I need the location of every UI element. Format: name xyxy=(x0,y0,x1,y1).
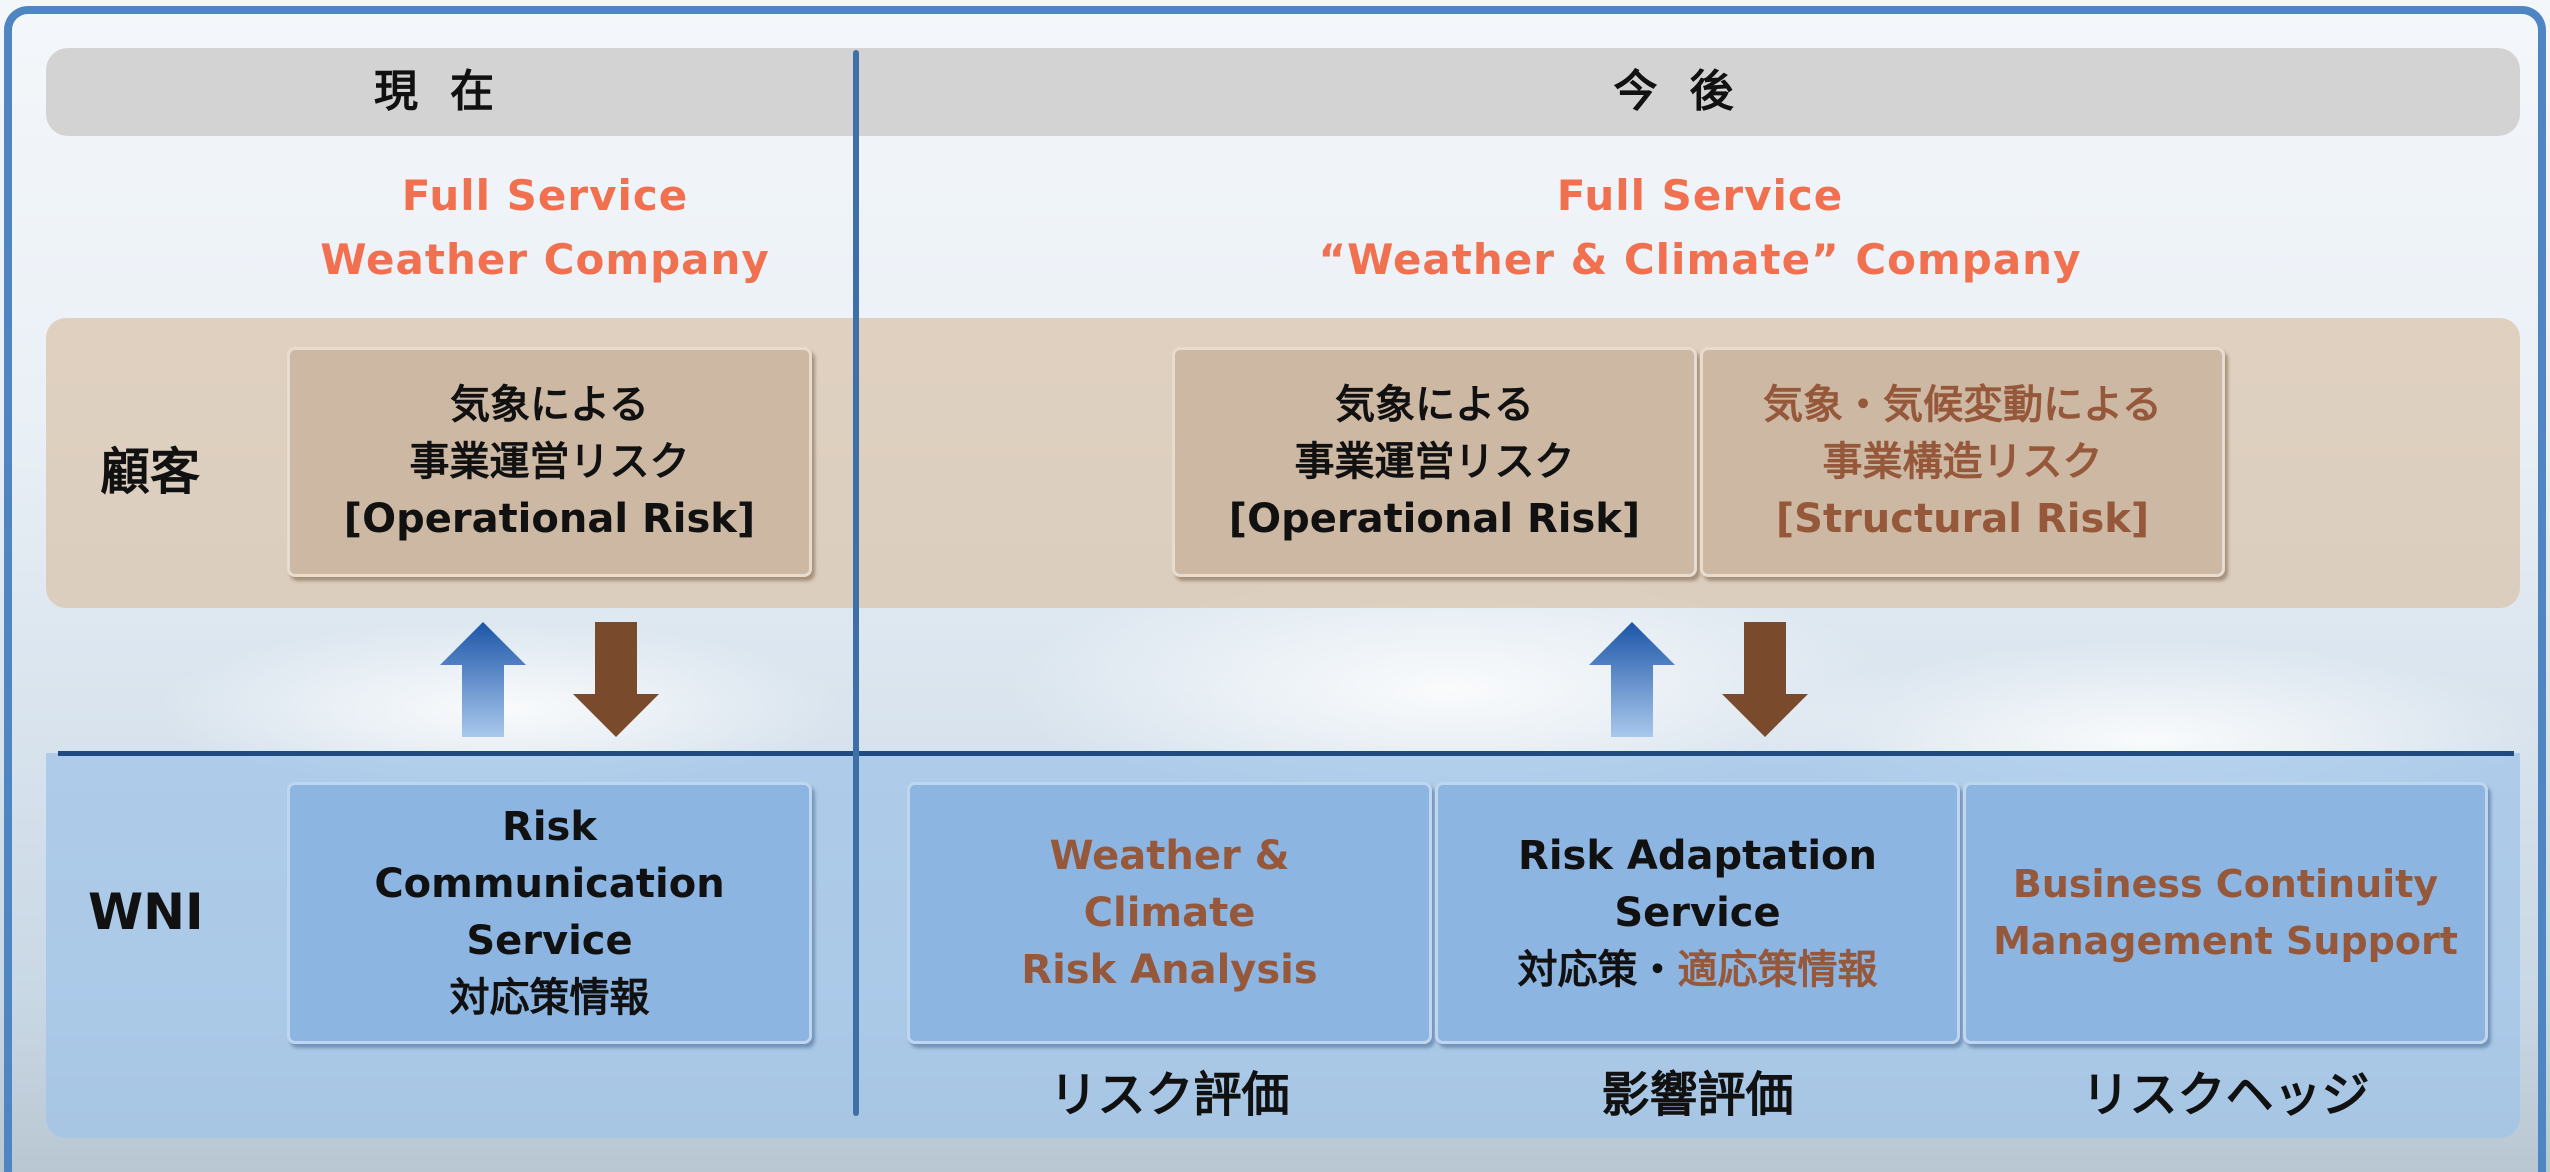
future-structural-risk-box: 気象・気候変動による 事業構造リスク [Structural Risk] xyxy=(1700,347,2225,577)
impact-evaluation-label: 影響評価 xyxy=(1601,1067,1794,1123)
future-operational-risk-box: 気象による 事業運営リスク [Operational Risk] xyxy=(1172,347,1697,577)
box-line: 気象・気候変動による xyxy=(1763,381,2162,428)
future-title: Full Service “Weather & Climate” Company xyxy=(1200,164,2200,292)
risk-hedge-label: リスクヘッジ xyxy=(2081,1067,2370,1123)
box-line: Risk xyxy=(502,804,597,850)
current-operational-risk-box: 気象による 事業運営リスク [Operational Risk] xyxy=(287,347,812,577)
box-line: Risk Analysis xyxy=(1021,946,1318,993)
box-line: [Operational Risk] xyxy=(1228,495,1641,542)
future-title-line2: “Weather & Climate” Company xyxy=(1318,235,2082,284)
box-line: Climate xyxy=(1083,889,1256,936)
header-bar xyxy=(46,48,2520,136)
wni-separator-line xyxy=(58,751,2514,756)
risk-evaluation-label: リスク評価 xyxy=(1049,1067,1290,1123)
box-line: Service xyxy=(466,918,633,964)
box-line: 対応策情報 xyxy=(449,975,650,1021)
future-up-arrow-icon xyxy=(1589,622,1675,737)
box-line: Communication xyxy=(374,861,725,907)
box-line: Weather & xyxy=(1049,832,1290,879)
box-line: 事業運営リスク xyxy=(409,438,690,485)
risk-communication-service-box: Risk Communication Service 対応策情報 xyxy=(287,782,812,1044)
current-up-arrow-icon xyxy=(440,622,526,737)
box-line: Risk Adaptation xyxy=(1518,832,1877,879)
box-line: 気象による xyxy=(450,381,649,428)
risk-analysis-box: Weather & Climate Risk Analysis xyxy=(907,782,1432,1044)
box-line: [Operational Risk] xyxy=(343,495,756,542)
current-title-line2: Weather Company xyxy=(320,235,770,284)
current-down-arrow-icon xyxy=(573,622,659,737)
box-line: Service xyxy=(1614,889,1781,936)
box-line-part: 適応策情報 xyxy=(1677,946,1878,993)
box-line: 事業構造リスク xyxy=(1822,438,2103,485)
box-line: Business Continuity xyxy=(2012,862,2439,906)
future-title-line1: Full Service xyxy=(1556,171,1844,220)
header-current: 現在 xyxy=(374,66,526,117)
box-line: 気象による xyxy=(1335,381,1534,428)
wni-row-label: WNI xyxy=(88,883,204,941)
future-down-arrow-icon xyxy=(1722,622,1808,737)
box-line-part: 対応策・ xyxy=(1517,946,1678,993)
risk-adaptation-service-box: Risk Adaptation Service 対応策・適応策情報 xyxy=(1435,782,1960,1044)
business-continuity-box: Business Continuity Management Support xyxy=(1963,782,2488,1044)
header-future: 今後 xyxy=(1613,66,1766,117)
box-line: 事業運営リスク xyxy=(1294,438,1575,485)
box-line: Management Support xyxy=(1993,919,2458,963)
box-line: [Structural Risk] xyxy=(1775,495,2150,542)
current-title: Full Service Weather Company xyxy=(240,164,850,292)
column-divider xyxy=(853,50,859,1116)
current-title-line1: Full Service xyxy=(401,171,689,220)
customer-row-label: 顧客 xyxy=(100,443,200,501)
box-line: 対応策・適応策情報 xyxy=(1518,942,1878,999)
